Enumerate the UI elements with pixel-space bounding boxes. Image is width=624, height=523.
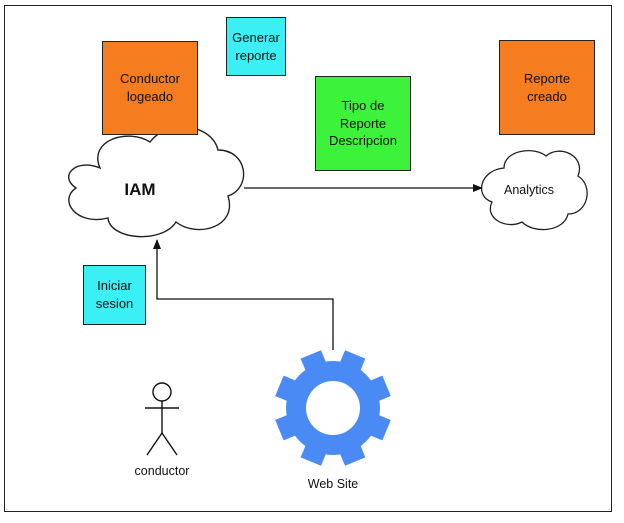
reporte-creado-box: Reporte creado: [499, 40, 595, 135]
stick-figure-actor-icon: [145, 382, 179, 456]
analytics-label: Analytics: [504, 183, 554, 197]
conductor-label: conductor: [135, 464, 190, 478]
conductor-logeado-box: Conductor logeado: [102, 41, 198, 135]
iam-cloud: [68, 126, 245, 238]
tipo-reporte-box: Tipo de Reporte Descripcion: [315, 76, 411, 171]
web-site-label: Web Site: [308, 477, 359, 491]
diagram-frame: [4, 5, 612, 512]
edge-website-to-iam: [153, 239, 334, 350]
iam-label: IAM: [124, 180, 155, 199]
analytics-cloud: [481, 150, 588, 231]
iniciar-sesion-box: Iniciar sesion: [83, 265, 146, 325]
gear-icon: [275, 350, 391, 466]
generar-reporte-box: Generar reporte: [226, 17, 286, 76]
